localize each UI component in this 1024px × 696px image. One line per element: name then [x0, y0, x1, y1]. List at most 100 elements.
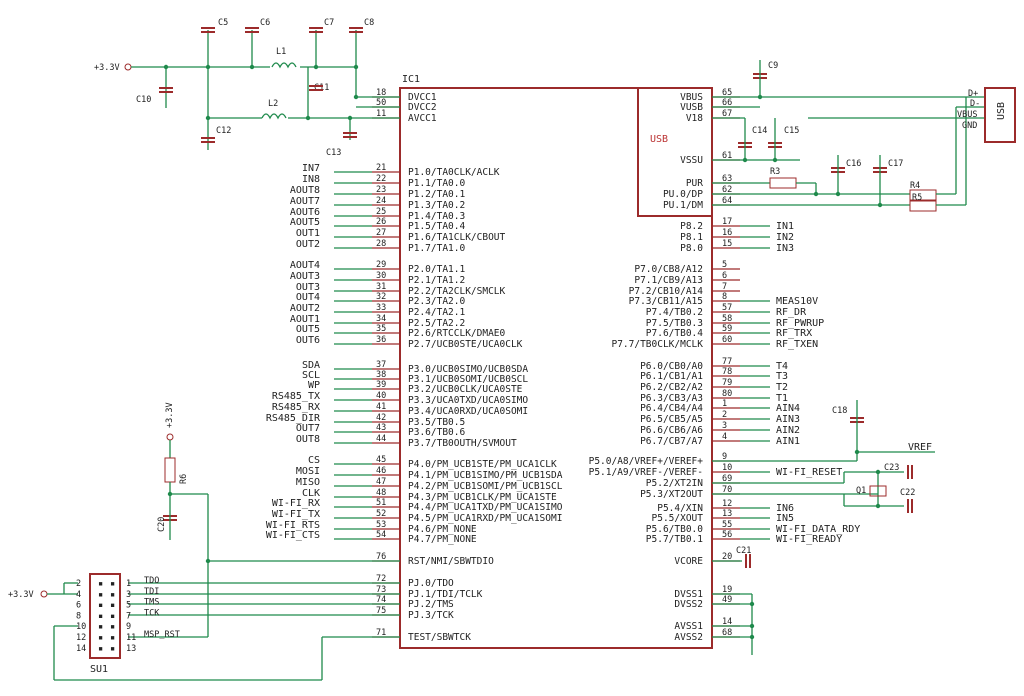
- ic1-right-pin-number: 19: [722, 585, 732, 595]
- ic1-left-net-label: SCL: [302, 370, 320, 381]
- ic1-left-pin-name: P1.3/TA0.2: [408, 200, 465, 211]
- ic1-left-pin-name: P2.7/UCB0STE/UCA0CLK: [408, 339, 523, 350]
- su1-left-pin-number: 2: [76, 579, 81, 589]
- junction-dot: [313, 64, 319, 70]
- ic1-left-net-label: SDA: [302, 360, 320, 371]
- su1-signal-label: TDI: [144, 587, 159, 597]
- su1-pin-mark: ▪: [98, 579, 103, 589]
- ic1-right-net-label: RF_PWRUP: [776, 318, 824, 329]
- ic1-left-pin-number: 54: [376, 530, 386, 540]
- ic1-right-pin-number: 65: [722, 88, 732, 98]
- ic1-left-pin-name: P2.5/TA2.2: [408, 318, 465, 329]
- ic1-left-net-label: AOUT3: [290, 271, 320, 282]
- junction-dot: [167, 491, 173, 497]
- r5-label: R5: [912, 193, 922, 203]
- supply-label-1: +3.3V: [94, 63, 120, 73]
- ic1-left-pin-name: P1.4/TA0.3: [408, 211, 465, 222]
- ic1-left-pin-name: P2.3/TA2.0: [408, 296, 465, 307]
- ic1-right-net-label: RF_TRX: [776, 328, 812, 339]
- c15-label: C15: [784, 126, 799, 136]
- ic1-left-pin-number: 37: [376, 360, 386, 370]
- c13-label: C13: [326, 148, 341, 158]
- su1-left-pin-number: 14: [76, 644, 86, 654]
- ic1-left-pin-name: P4.7/PM_NONE: [408, 534, 477, 545]
- su1-signal-label: TCK: [144, 608, 160, 618]
- ic1-right-pin-number: 4: [722, 432, 727, 442]
- ic1-right-pin-name: P7.5/TB0.3: [646, 318, 703, 329]
- ic1-right-net-label: AIN3: [776, 414, 800, 425]
- ic1-left-pin-name: P1.0/TA0CLK/ACLK: [408, 167, 500, 178]
- junction-dot: [353, 64, 359, 70]
- ic1-left-pin-number: 33: [376, 303, 386, 313]
- ic1-right-pin-number: 62: [722, 185, 732, 195]
- ic1-right-pin-number: 9: [722, 452, 727, 462]
- ic1-left-pin-name: P1.2/TA0.1: [408, 189, 465, 200]
- l1-label: L1: [276, 47, 286, 57]
- ic1-left-pin-number: 48: [376, 488, 386, 498]
- su1-pin-mark: ▪: [98, 611, 103, 621]
- vref-label: VREF: [908, 442, 932, 453]
- ic1-left-pin-name: P1.1/TA0.0: [408, 178, 465, 189]
- ic1-left-pin-name: P4.6/PM_NONE: [408, 524, 477, 535]
- usb-block: [637, 87, 713, 217]
- ic1-right-net-label: RF_TXEN: [776, 339, 818, 350]
- su1-pin-mark: ▪: [110, 611, 115, 621]
- ic1-right-pin-name: P6.0/CB0/A0: [640, 361, 703, 372]
- ic1-left-pin-name: RST/NMI/SBWTDIO: [408, 556, 494, 567]
- ic1-left-net-label: AOUT7: [290, 196, 320, 207]
- ic1-left-net-label: AOUT2: [290, 303, 320, 314]
- ic1-left-pin-name: P3.4/UCA0RXD/UCA0SOMI: [408, 406, 528, 417]
- usb-connector: [984, 87, 1016, 143]
- ic1-right-net-label: MEAS10V: [776, 296, 818, 307]
- r6-resistor: [164, 457, 176, 483]
- ic1-right-pin-name: P5.0/A8/VREF+/VEREF+: [589, 456, 704, 467]
- c23-label: C23: [884, 463, 899, 473]
- junction-dot: [205, 115, 211, 121]
- su1-connector: [89, 573, 121, 659]
- ic1-left-net-label: OUT4: [296, 292, 320, 303]
- ic1-left-net-label: AOUT5: [290, 217, 320, 228]
- su1-label: SU1: [90, 664, 108, 675]
- c12-label: C12: [216, 126, 231, 136]
- ic1-left-pin-number: 18: [376, 88, 386, 98]
- ic1-left-net-label: IN7: [302, 163, 320, 174]
- r3-resistor: [769, 177, 797, 189]
- ic1-left-net-label: OUT6: [296, 335, 320, 346]
- ic1-right-pin-name: P7.0/CB8/A12: [634, 264, 703, 275]
- ic1-left-net-label: WP: [308, 380, 320, 391]
- ic1-right-net-label: IN1: [776, 221, 794, 232]
- ic1-right-pin-name: AVSS1: [674, 621, 703, 632]
- ic1-right-pin-name: V18: [686, 113, 703, 124]
- ic1-right-pin-name: P6.6/CB6/A6: [640, 425, 703, 436]
- ic1-right-pin-number: 14: [722, 617, 732, 627]
- ic1-right-pin-number: 13: [722, 509, 732, 519]
- r6-label: R6: [179, 474, 189, 484]
- ic1-right-pin-name: P7.6/TB0.4: [646, 328, 703, 339]
- ic1-left-pin-number: 47: [376, 477, 386, 487]
- junction-dot: [249, 64, 255, 70]
- ic1-left-pin-number: 26: [376, 217, 386, 227]
- ic1-left-net-label: OUT1: [296, 228, 320, 239]
- su1-left-pin-number: 8: [76, 611, 81, 621]
- ic1-left-pin-name: DVCC2: [408, 102, 437, 113]
- ic1-right-net-label: T1: [776, 393, 788, 404]
- supply-label-3: +3.3V: [8, 590, 34, 600]
- ic1-left-net-label: RS485_RX: [272, 402, 320, 413]
- c11-label: C11: [314, 83, 329, 93]
- junction-dot: [854, 449, 860, 455]
- usb-network: R3 R4 R5 C9 C14 C15 C16 C17 USB D+ D- VB…: [712, 60, 1016, 212]
- ic1-left-pin-name: P3.7/TB0OUTH/SVMOUT: [408, 438, 517, 449]
- ic1-right-pin-number: 77: [722, 357, 732, 367]
- ic1-right-pin-name: PU.0/DP: [663, 189, 703, 200]
- junction-dot: [772, 157, 778, 163]
- ic1-right-net-label: IN6: [776, 503, 794, 514]
- ic1-left-pin-number: 22: [376, 174, 386, 184]
- ic1-left-pin-number: 38: [376, 370, 386, 380]
- junction-dot: [749, 623, 755, 629]
- junction-dot: [749, 634, 755, 640]
- ic1-left-pin-number: 28: [376, 239, 386, 249]
- supply-terminal-2: [166, 433, 174, 441]
- ic1-right-net-label: IN5: [776, 513, 794, 524]
- ic1-left-pin-name: P3.2/UCB0CLK/UCA0STE: [408, 384, 523, 395]
- ic1-right-net-label: WI-FI_READY: [776, 534, 842, 545]
